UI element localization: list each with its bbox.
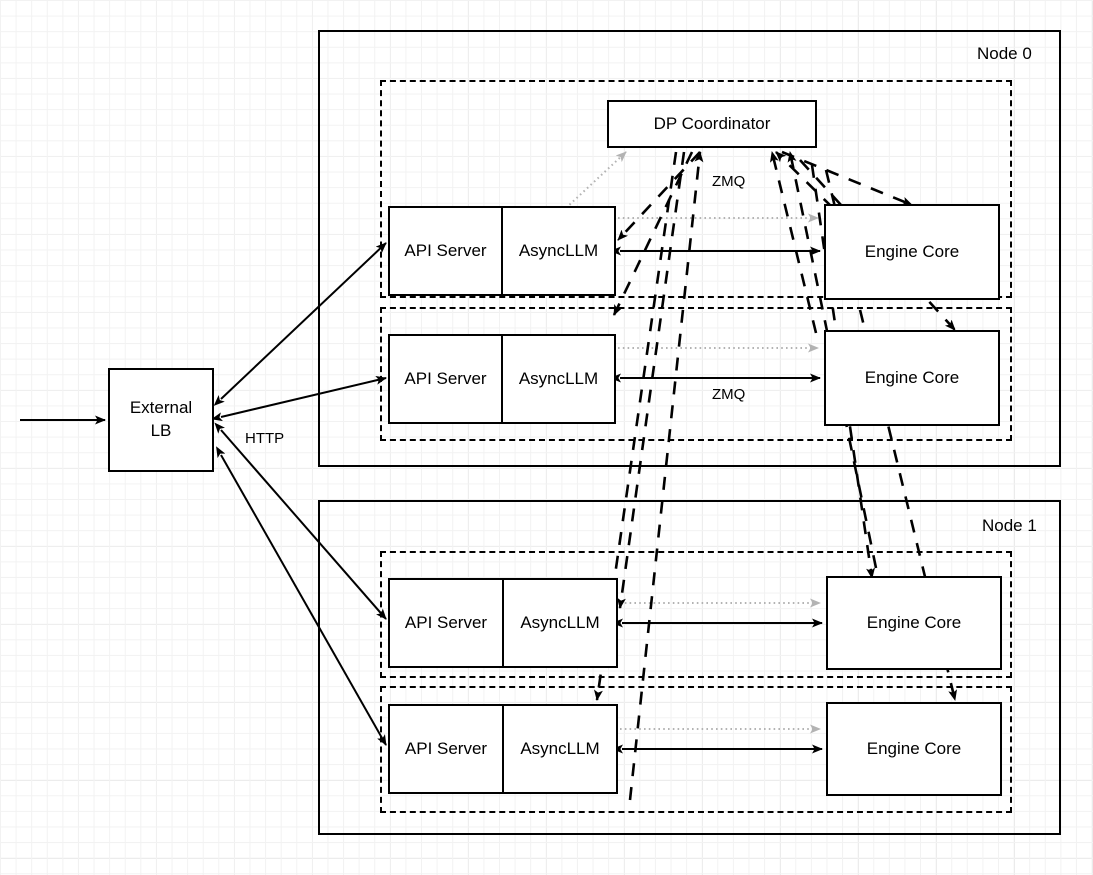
node-0-group-0-engine-core[interactable]: Engine Core: [824, 204, 1000, 300]
node-0-group-0-container: [380, 80, 1012, 298]
node-0-group-1-engine-core[interactable]: Engine Core: [824, 330, 1000, 426]
asyncllm-label: AsyncLLM: [518, 369, 599, 388]
external-lb-box[interactable]: External LB: [108, 368, 214, 472]
node-1-label: Node 1: [982, 516, 1037, 535]
node-0-label: Node 0: [977, 44, 1032, 63]
api-server-label: API Server: [390, 706, 504, 792]
node-1-group-0-api-unit[interactable]: API Server AsyncLLM: [388, 578, 618, 668]
asyncllm-label: AsyncLLM: [518, 241, 599, 260]
node-0-group-1-container: [380, 307, 1012, 441]
api-server-label: API Server: [390, 208, 503, 294]
node-1-group-0-engine-core[interactable]: Engine Core: [826, 576, 1002, 670]
external-lb-line-2: LB: [150, 421, 172, 440]
http-label: HTTP: [245, 430, 285, 447]
dp-coordinator-box[interactable]: DP Coordinator: [607, 100, 817, 148]
external-lb-line-1: External: [129, 398, 193, 418]
node-0-group-0-api-unit[interactable]: API Server AsyncLLM: [388, 206, 616, 296]
node-1-group-0-container: [380, 551, 1012, 678]
api-server-label: API Server: [390, 580, 504, 666]
api-server-label: API Server: [390, 336, 503, 422]
node-1-group-1-api-unit[interactable]: API Server AsyncLLM: [388, 704, 618, 794]
node-1-group-1-engine-core[interactable]: Engine Core: [826, 702, 1002, 796]
node-1-group-1-container: [380, 686, 1012, 813]
node-1-container: [318, 500, 1061, 835]
node-0-group-1-zmq-label: ZMQ: [712, 386, 746, 403]
asyncllm-label: AsyncLLM: [520, 613, 600, 632]
asyncllm-label: AsyncLLM: [520, 739, 600, 758]
node-0-group-0-zmq-label: ZMQ: [712, 173, 746, 190]
node-0-container: [318, 30, 1061, 467]
node-0-group-1-api-unit[interactable]: API Server AsyncLLM: [388, 334, 616, 424]
